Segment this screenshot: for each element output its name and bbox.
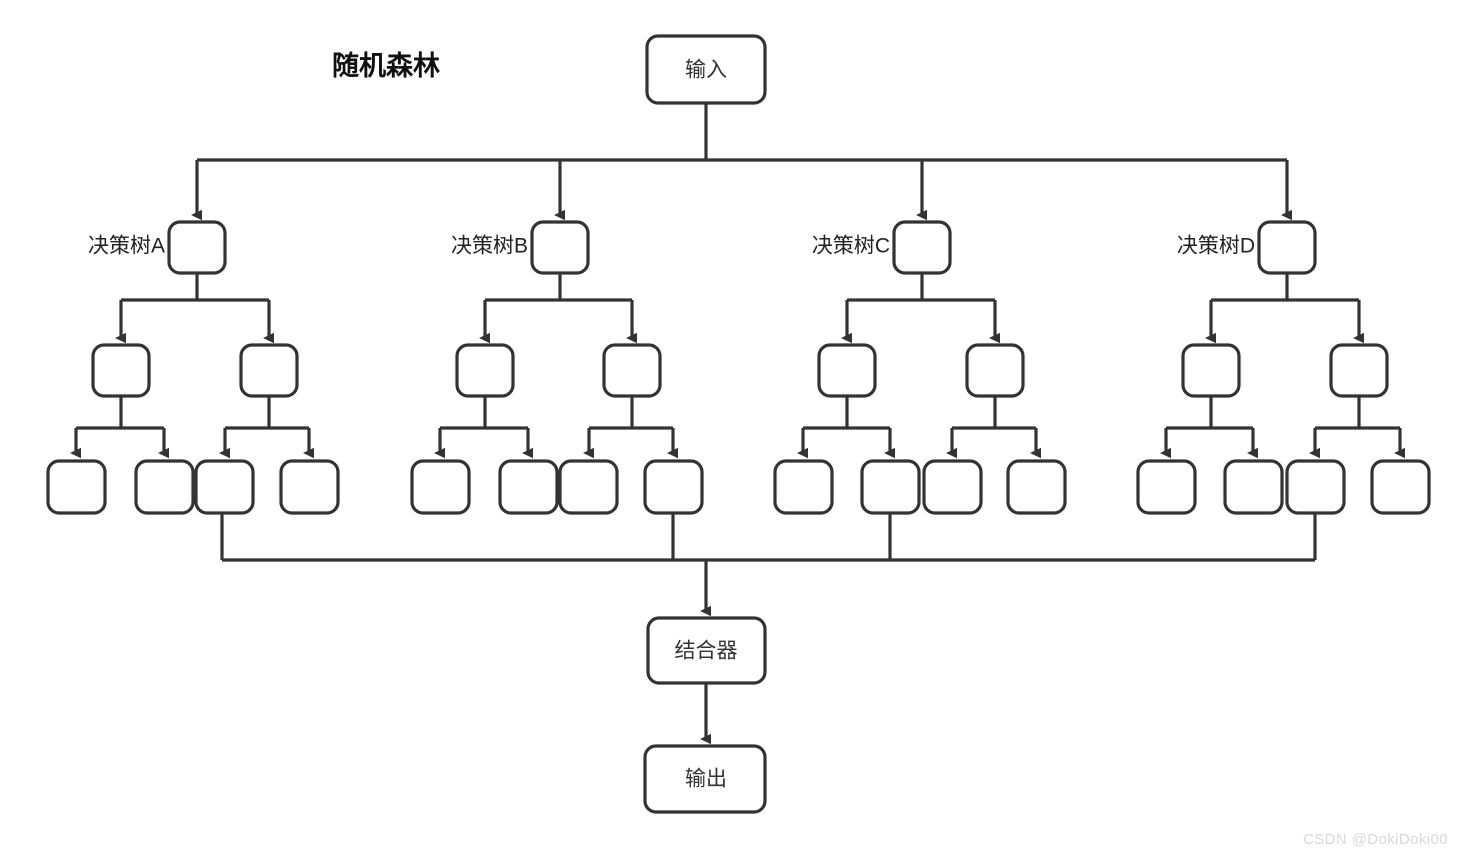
tree-a: 决策树A	[46, 220, 340, 515]
tree-b-label: 决策树B	[451, 235, 528, 258]
tree-c: 决策树C	[773, 220, 1067, 515]
tree-d-branch-2[interactable]	[1329, 343, 1389, 398]
tree-a-leaf-4[interactable]	[279, 459, 340, 515]
tree-c-label: 决策树C	[812, 235, 890, 258]
tree-b-leaf-2[interactable]	[498, 459, 559, 515]
tree-d-leaf-3[interactable]	[1285, 459, 1346, 515]
output-node-label: 输出	[685, 768, 727, 791]
tree-b-leaf-3[interactable]	[558, 459, 619, 515]
tree-a-root[interactable]	[167, 220, 227, 275]
tree-a-leaf-2[interactable]	[134, 459, 195, 515]
tree-c-leaf-2[interactable]	[860, 459, 921, 515]
tree-d-branch-1[interactable]	[1181, 343, 1241, 398]
tree-a-leaf-1[interactable]	[46, 459, 107, 515]
tree-c-leaf-4[interactable]	[1006, 459, 1067, 515]
tree-d: 决策树D	[1136, 220, 1431, 515]
input-node-label: 输入	[685, 59, 727, 82]
output-node-box[interactable]	[643, 744, 767, 814]
input-node[interactable]: 输入	[645, 34, 767, 105]
tree-d-leaf-2[interactable]	[1223, 459, 1284, 515]
tree-a-branch-1[interactable]	[91, 343, 151, 398]
tree-d-label: 决策树D	[1177, 235, 1255, 258]
output-node[interactable]: 输出	[643, 744, 767, 814]
tree-b: 决策树B	[410, 220, 704, 515]
tree-a-leaf-3[interactable]	[194, 459, 255, 515]
tree-d-root[interactable]	[1257, 220, 1317, 275]
tree-b-branch-2[interactable]	[602, 343, 662, 398]
tree-a-label: 决策树A	[88, 235, 165, 258]
watermark-text: CSDN @DokiDoki00	[1303, 831, 1448, 848]
tree-a-branch-2[interactable]	[239, 343, 299, 398]
tree-c-branch-1[interactable]	[817, 343, 877, 398]
tree-c-leaf-1[interactable]	[773, 459, 834, 515]
combiner-node-label: 结合器	[675, 640, 738, 663]
tree-d-leaf-4[interactable]	[1370, 459, 1431, 515]
tree-d-leaf-1[interactable]	[1136, 459, 1197, 515]
diagram-title: 随机森林	[332, 51, 440, 81]
tree-b-leaf-4[interactable]	[643, 459, 704, 515]
tree-b-branch-1[interactable]	[455, 343, 515, 398]
tree-b-root[interactable]	[530, 220, 590, 275]
combiner-node[interactable]: 结合器	[646, 616, 767, 685]
tree-b-leaf-1[interactable]	[410, 459, 471, 515]
tree-c-branch-2[interactable]	[965, 343, 1025, 398]
tree-c-root[interactable]	[892, 220, 952, 275]
tree-c-leaf-3[interactable]	[922, 459, 983, 515]
